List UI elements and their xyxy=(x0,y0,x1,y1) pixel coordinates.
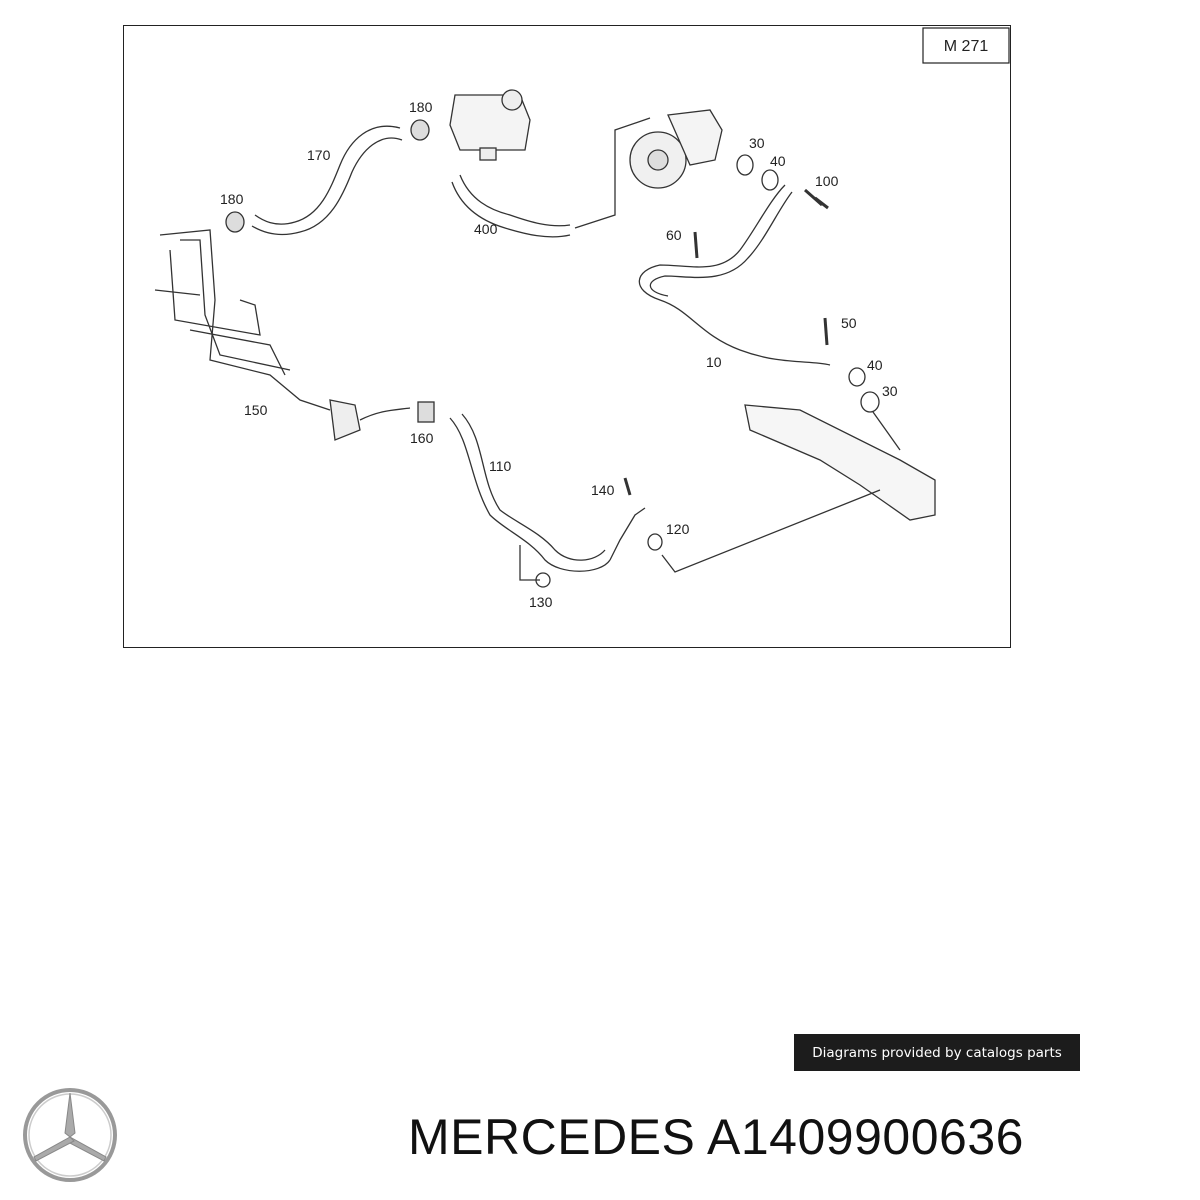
washer-40-lower xyxy=(848,367,866,387)
callout-110: 110 xyxy=(489,458,512,474)
callout-40-lower: 40 xyxy=(867,357,883,373)
callout-180-left: 180 xyxy=(220,191,244,207)
hose-170 xyxy=(254,125,401,225)
hose-drawings xyxy=(154,89,936,588)
washer-40-top xyxy=(761,169,779,191)
hose-400-edge xyxy=(451,181,571,238)
callout-30-lower: 30 xyxy=(882,383,898,399)
callout-400: 400 xyxy=(474,221,498,237)
mercedes-star-icon xyxy=(23,1088,117,1182)
parts-diagram-frame xyxy=(123,25,1011,648)
washer-120 xyxy=(647,533,663,551)
bolt-130-head xyxy=(535,572,551,588)
steering-rack xyxy=(744,404,936,521)
pipe-150 xyxy=(359,407,411,421)
hose-110 xyxy=(449,417,611,572)
callout-60: 60 xyxy=(666,227,682,243)
part-title: MERCEDES A1409900636 xyxy=(408,1108,1024,1166)
line-110-metal xyxy=(609,507,646,561)
clamp-180-top xyxy=(410,119,430,141)
callout-labels: 180 170 180 400 30 40 100 60 50 10 40 30… xyxy=(220,99,898,610)
clamp-150 xyxy=(329,399,361,441)
hose-110-edge xyxy=(461,413,606,561)
line-10-edge xyxy=(649,191,793,297)
brand-name: MERCEDES xyxy=(408,1109,696,1165)
bolt-50 xyxy=(823,317,829,346)
bolt-60 xyxy=(693,231,699,259)
callout-170: 170 xyxy=(307,147,331,163)
callout-130: 130 xyxy=(529,594,553,610)
reservoir-outlet xyxy=(479,147,497,161)
bolt-100 xyxy=(804,188,829,210)
washer-30-top xyxy=(736,154,754,176)
clamp-180-left xyxy=(225,211,245,233)
hose-170-edge xyxy=(251,137,403,236)
cooler-loop-150 xyxy=(159,229,331,411)
leader-120 xyxy=(661,489,881,573)
callout-50: 50 xyxy=(841,315,857,331)
clamp-160 xyxy=(417,401,435,423)
rack-leader xyxy=(872,411,901,451)
part-number: A1409900636 xyxy=(707,1109,1024,1165)
callout-100: 100 xyxy=(815,173,839,189)
callout-150: 150 xyxy=(244,402,268,418)
callout-120: 120 xyxy=(666,521,690,537)
leader-400 xyxy=(574,117,651,229)
pump-body xyxy=(667,109,723,166)
callout-30-top: 30 xyxy=(749,135,765,151)
callout-40-top: 40 xyxy=(770,153,786,169)
pump-pulley-hub xyxy=(647,149,669,171)
reservoir-cap xyxy=(501,89,523,111)
callout-10: 10 xyxy=(706,354,722,370)
credit-banner: Diagrams provided by catalogs parts xyxy=(794,1034,1080,1071)
engine-code-box: M 271 xyxy=(922,27,1010,64)
hose-400 xyxy=(459,174,571,227)
callout-140: 140 xyxy=(591,482,615,498)
callout-180-top: 180 xyxy=(409,99,433,115)
washer-30-lower xyxy=(860,391,880,413)
parts-diagram: M 271 xyxy=(154,27,1010,610)
callout-160: 160 xyxy=(410,430,434,446)
bolt-140 xyxy=(623,477,632,496)
cooler-loop-150-b xyxy=(154,239,291,371)
line-10 xyxy=(638,184,831,366)
engine-code: M 271 xyxy=(944,38,989,55)
bolt-130 xyxy=(519,545,540,581)
